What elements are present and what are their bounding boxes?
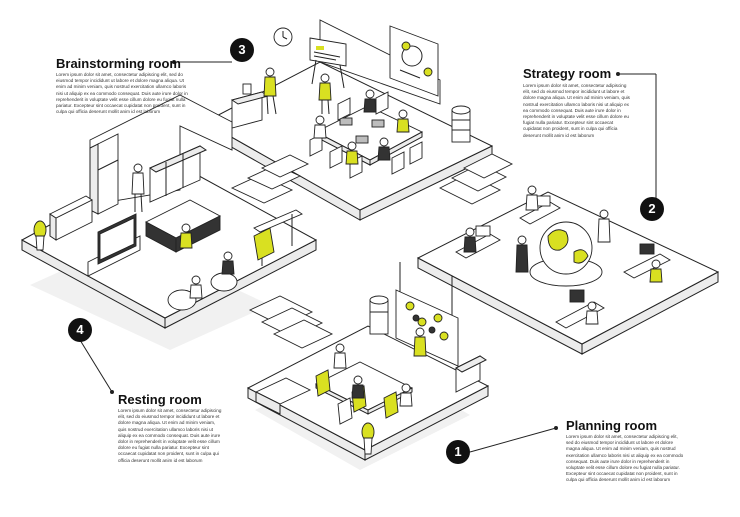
resting-room-description: Lorem ipsum dolor sit amet, consectetur … — [118, 408, 222, 463]
refrigerator — [89, 133, 119, 215]
server-rack — [451, 105, 471, 143]
brainstorming-room-number-badge: 3 — [230, 38, 254, 62]
planning-people — [333, 327, 427, 407]
tv-stand — [87, 213, 141, 277]
person-on-sofa — [179, 223, 193, 249]
person-at-kitchen — [131, 163, 145, 213]
resting-room-number-badge: 4 — [68, 318, 92, 342]
strategy-room-title: Strategy room — [523, 66, 612, 81]
globe-display — [529, 221, 603, 287]
person-standing-brainstorm — [263, 67, 277, 115]
planning-whiteboard — [395, 289, 459, 367]
flipchart-board — [309, 37, 347, 89]
stairs-brainstorm-strategy — [438, 153, 514, 205]
meeting-participants — [313, 89, 410, 165]
potted-plant — [33, 220, 47, 251]
planning-server — [369, 295, 389, 335]
bean-bag-chairs — [167, 272, 238, 311]
bar-table — [253, 209, 303, 246]
lower-left-desk — [254, 377, 312, 415]
brainstorming-room-title: Brainstorming room — [56, 56, 181, 71]
callout-lines — [79, 60, 657, 453]
side-cabinet — [49, 195, 93, 241]
printer-cabinet — [455, 355, 487, 393]
planning-room-number-badge: 1 — [446, 440, 470, 464]
planning-room-description: Lorem ipsum dolor sit amet, consectetur … — [566, 434, 684, 483]
person-with-flipchart — [318, 73, 332, 115]
potted-plant-planning — [361, 422, 375, 455]
stairs-resting-planning — [248, 295, 334, 349]
people-resting — [189, 251, 235, 299]
kitchen-cabinets — [148, 145, 208, 203]
stairs-brainstorm-resting — [230, 154, 310, 204]
strategy-room-number-badge: 2 — [640, 197, 664, 221]
wall-clock-icon — [273, 27, 293, 47]
strategy-people — [463, 185, 663, 325]
resting-room-title: Resting room — [118, 392, 202, 407]
yellow-armchair — [253, 227, 275, 266]
planning-room-title: Planning room — [566, 418, 657, 433]
strategy-room-description: Lorem ipsum dolor sit amet, consectetur … — [523, 83, 630, 138]
brainstorming-room-description: Lorem ipsum dolor sit amet, consectetur … — [56, 72, 188, 115]
wall-presentation-screen — [389, 25, 439, 97]
kitchen-counter — [230, 83, 270, 129]
